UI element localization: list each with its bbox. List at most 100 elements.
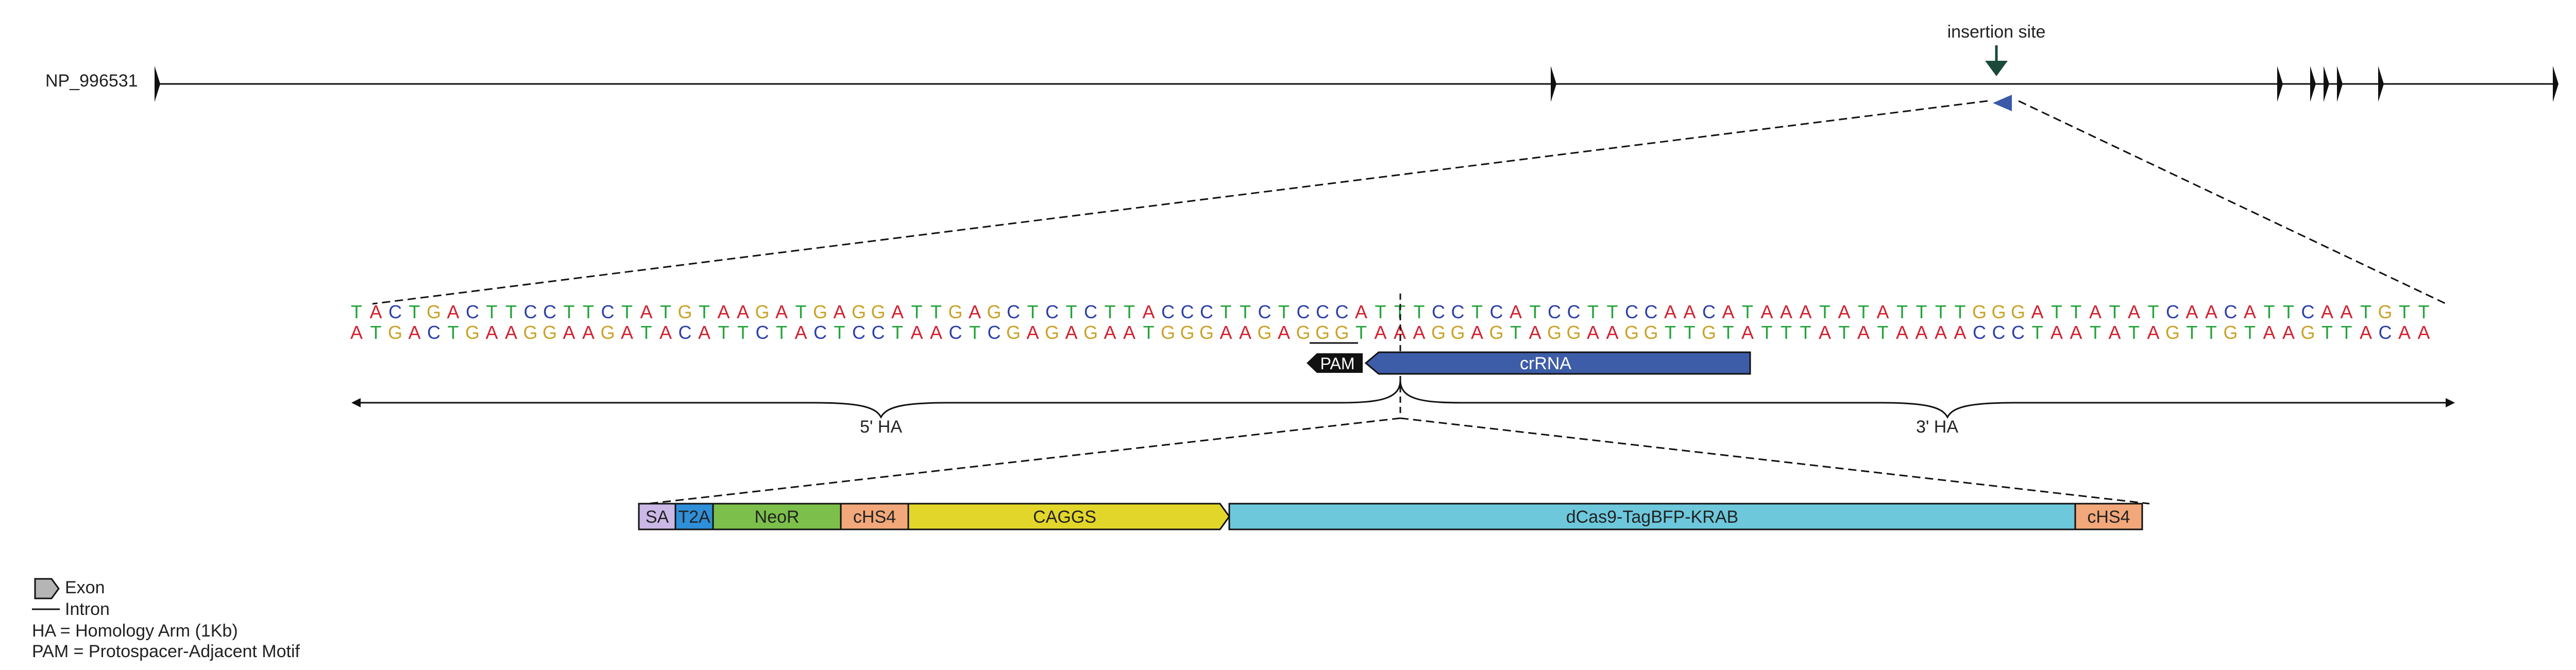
base: A (369, 301, 382, 322)
base: G (1431, 322, 1446, 343)
cassette-segment-label: dCas9-TagBFP-KRAB (1566, 507, 1738, 527)
base: G (987, 301, 1001, 322)
base: A (1799, 301, 1811, 322)
base: C (1200, 301, 1213, 322)
base: A (2321, 301, 2333, 322)
base: C (2301, 301, 2315, 322)
cassette-segment (712, 503, 842, 530)
base: A (2128, 301, 2140, 322)
base: A (2089, 301, 2102, 322)
base: G (755, 301, 769, 322)
base: T (2148, 301, 2159, 322)
base: A (2244, 301, 2256, 322)
insertion-site-label: insertion site (1947, 22, 2046, 42)
right-ha-label: 3' HA (1916, 417, 1958, 437)
base: C (1625, 301, 1638, 322)
base: G (1199, 322, 1214, 343)
base: T (2071, 301, 2082, 322)
base: T (486, 301, 498, 322)
legend-exon: Exon (65, 578, 105, 597)
base: T (409, 301, 420, 322)
base: A (582, 322, 595, 343)
base: G (813, 301, 827, 322)
base: C (2379, 322, 2392, 343)
base: C (1432, 301, 1445, 322)
legend-intron: Intron (65, 599, 110, 619)
base: T (505, 301, 517, 322)
base: T (1027, 301, 1039, 322)
base: C (524, 301, 537, 322)
base: A (1896, 322, 1908, 343)
cassette-segment (1228, 503, 2076, 530)
pam-label: PAM (1320, 354, 1355, 373)
base: A (2360, 322, 2372, 343)
base: T (1839, 322, 1850, 343)
base: G (1257, 322, 1272, 343)
base: T (911, 301, 923, 322)
base: A (1219, 322, 1232, 343)
base: T (1607, 301, 1618, 322)
base: A (1915, 322, 1927, 343)
base: T (1761, 322, 1773, 343)
base: A (1954, 322, 1966, 343)
base: C (388, 301, 402, 322)
gene-model: NP_996531 insertion site (45, 22, 2558, 111)
zoom-lines-gene (372, 100, 2447, 305)
base: A (1606, 322, 1618, 343)
zoom-lines-cassette (648, 417, 2150, 505)
base: A (1722, 301, 1734, 322)
base: A (2031, 301, 2043, 322)
base: C (1645, 301, 1658, 322)
base: C (1490, 301, 1503, 322)
base: C (949, 322, 962, 343)
base: A (485, 322, 498, 343)
base: G (1972, 301, 1987, 322)
crrna-shape (1364, 351, 1751, 375)
base: T (1414, 301, 1425, 322)
base: C (2011, 322, 2025, 343)
legend-ha-definition: HA = Homology Arm (1Kb) (32, 621, 238, 641)
exon-marker (2277, 66, 2283, 102)
base: A (2185, 301, 2198, 322)
base: A (1278, 322, 1290, 343)
base: C (1007, 301, 1020, 322)
base: T (2321, 322, 2333, 343)
base: T (2206, 322, 2217, 343)
base: C (466, 301, 479, 322)
base: T (1143, 322, 1155, 343)
base: T (1240, 301, 1251, 322)
base: A (640, 301, 652, 322)
base: G (852, 301, 866, 322)
base: A (737, 301, 749, 322)
base: T (2032, 322, 2043, 343)
base: A (1876, 301, 1889, 322)
base: C (543, 301, 556, 322)
base: G (1450, 322, 1465, 343)
base: A (2340, 301, 2352, 322)
base: C (1335, 301, 1349, 322)
cassette-segment-label: NeoR (755, 507, 800, 527)
base: G (948, 301, 962, 322)
base: T (795, 301, 807, 322)
base: A (833, 301, 845, 322)
base: A (447, 301, 459, 322)
base: T (1105, 301, 1116, 322)
base: T (2090, 322, 2101, 343)
base: A (2050, 322, 2063, 343)
base: A (891, 301, 904, 322)
base: A (2263, 322, 2275, 343)
cassette-segment-label: cHS4 (853, 507, 896, 527)
cassette-segment (2074, 503, 2143, 530)
base: T (2283, 301, 2294, 322)
base: T (1394, 301, 1405, 322)
base: A (2282, 322, 2295, 343)
base: G (1643, 322, 1658, 343)
cassette-segment (674, 503, 714, 530)
base: T (1124, 301, 1135, 322)
base: T (2051, 301, 2062, 322)
base: A (621, 322, 633, 343)
base: C (1258, 301, 1272, 322)
base: G (600, 322, 615, 343)
